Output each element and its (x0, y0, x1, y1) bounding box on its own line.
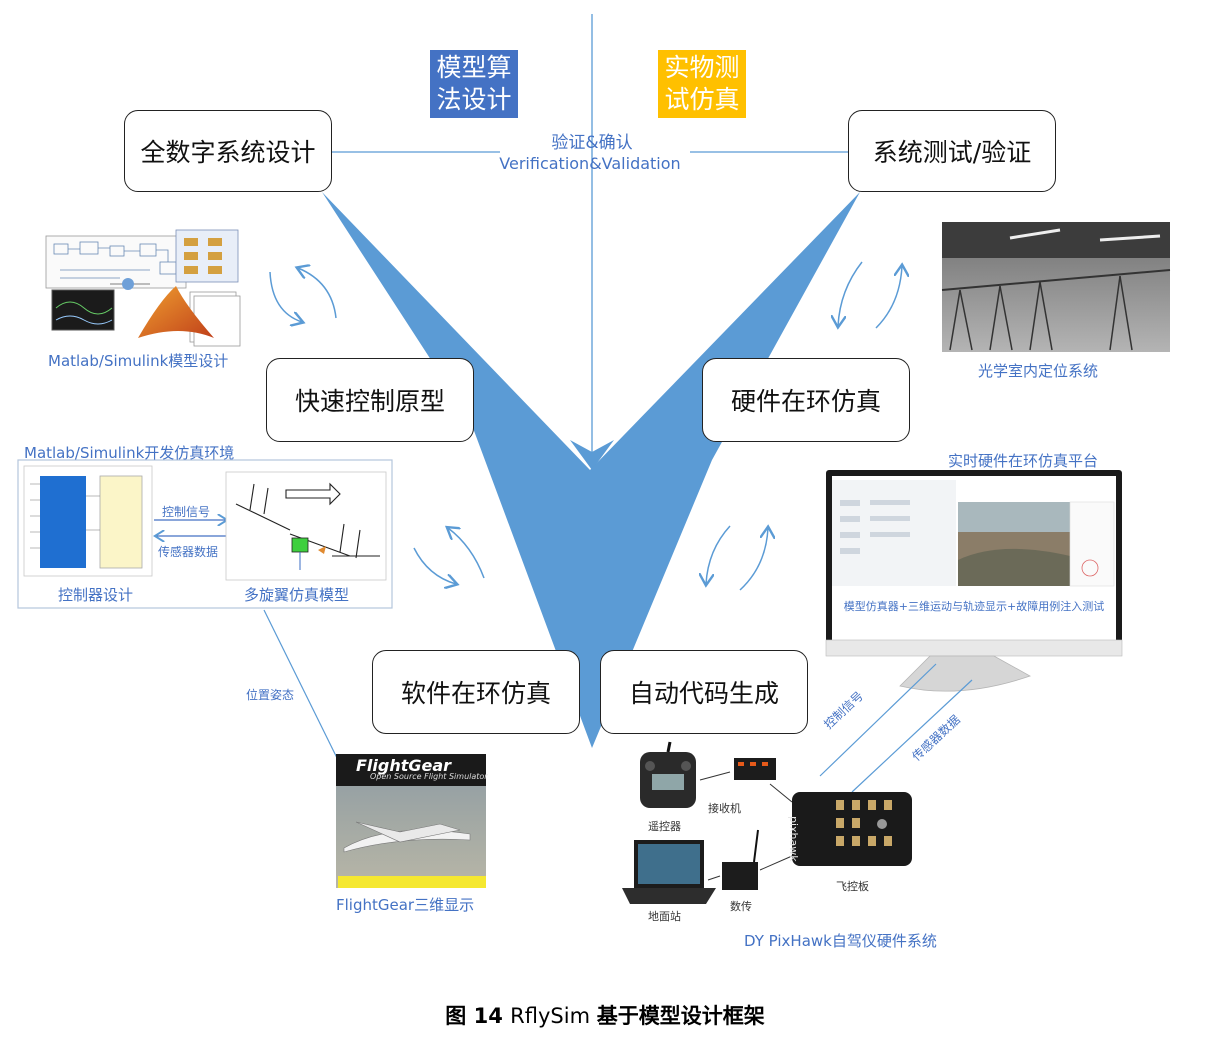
vv-label-zh: 验证&确认 (551, 133, 633, 153)
monitor-caption: 模型仿真器+三维运动与轨迹显示+故障用例注入测试 (843, 600, 1105, 613)
ground-station-caption: 地面站 (648, 910, 681, 923)
figure-caption: 图 14 RflySim 基于模型设计框架 (0, 1000, 1210, 1030)
flightgear-logo-text: FlightGear (356, 756, 452, 775)
realtime-hil-platform-caption: 实时硬件在环仿真平台 (948, 452, 1099, 470)
physical-test-simulation-tag: 实物测试仿真 (658, 50, 746, 118)
figure-title-zh: 基于模型设计框架 (596, 1004, 765, 1028)
receiver-picture (734, 758, 776, 780)
gcs-link (707, 875, 721, 881)
matlab-dev-env-caption: Matlab/Simulink开发仿真环境 (24, 444, 235, 462)
pixhawk-system-caption: DY PixHawk自驾仪硬件系统 (744, 932, 937, 950)
data-link-picture (722, 829, 759, 890)
stage-rapid-control-prototype: 快速控制原型 (266, 358, 474, 442)
cycle-arrow-icon (706, 525, 731, 584)
cycle-arrow-icon (739, 528, 768, 591)
figure-number: 图 14 (445, 1004, 511, 1028)
figure-title-latin: RflySim (510, 1004, 597, 1028)
v-shape (322, 192, 860, 748)
stage-sil-simulation: 软件在环仿真 (372, 650, 580, 734)
flightgear-screenshot (336, 754, 486, 888)
model-algorithm-design-tag: 模型算法设计 (430, 50, 518, 118)
cycle-arrow-icon (838, 261, 863, 326)
datalink-link (759, 855, 793, 871)
simulink-model-picture (45, 229, 241, 347)
control-signal-label: 控制信号 (162, 505, 211, 519)
receiver-caption: 接收机 (708, 802, 741, 815)
stage-full-digital-design: 全数字系统设计 (124, 110, 332, 192)
remote-controller-caption: 遥控器 (648, 820, 681, 833)
flight-controller-caption: 飞控板 (836, 880, 869, 893)
multirotor-model-caption: 多旋翼仿真模型 (244, 586, 350, 604)
stage-auto-code-generation: 自动代码生成 (600, 650, 808, 734)
pixhawk-board-text: pixhawk (787, 816, 800, 862)
subsystem-block (99, 475, 143, 569)
cycle-arrow-icon (448, 528, 485, 579)
cycle-arrow-icon (269, 271, 302, 322)
cycle-arrow-icon (413, 547, 456, 584)
pixhawk-board-picture (792, 792, 912, 866)
rc-link (699, 771, 731, 781)
stage-hil-simulation: 硬件在环仿真 (702, 358, 910, 442)
hil-sensor-link (851, 679, 973, 793)
optical-positioning-photo (941, 222, 1171, 352)
cycle-arrow-icon (875, 266, 902, 329)
matlab-model-design-caption: Matlab/Simulink模型设计 (48, 352, 229, 370)
center-chevron-icon (570, 440, 614, 470)
hil-control-link (819, 663, 937, 777)
controller-block (40, 476, 86, 568)
position-attitude-line (263, 609, 339, 761)
controller-design-caption: 控制器设计 (58, 586, 134, 604)
ground-station-laptop-picture (622, 840, 716, 904)
flightgear-subtitle-text: Open Source Flight Simulator (370, 772, 488, 781)
stage-system-test-verify: 系统测试/验证 (848, 110, 1056, 192)
simulink-dev-environment-panel (17, 459, 393, 609)
flightgear-display-caption: FlightGear三维显示 (336, 896, 475, 914)
optical-positioning-caption: 光学室内定位系统 (978, 362, 1099, 380)
vv-label-en: Verification&Validation (499, 154, 681, 173)
position-attitude-label: 位置姿态 (246, 688, 295, 702)
hil-monitor (825, 470, 1123, 692)
sensor-data-label: 传感器数据 (158, 545, 219, 559)
receiver-link (769, 783, 793, 803)
remote-controller-picture (640, 741, 696, 808)
cycle-arrow-icon (298, 268, 337, 319)
data-link-caption: 数传 (730, 900, 752, 913)
